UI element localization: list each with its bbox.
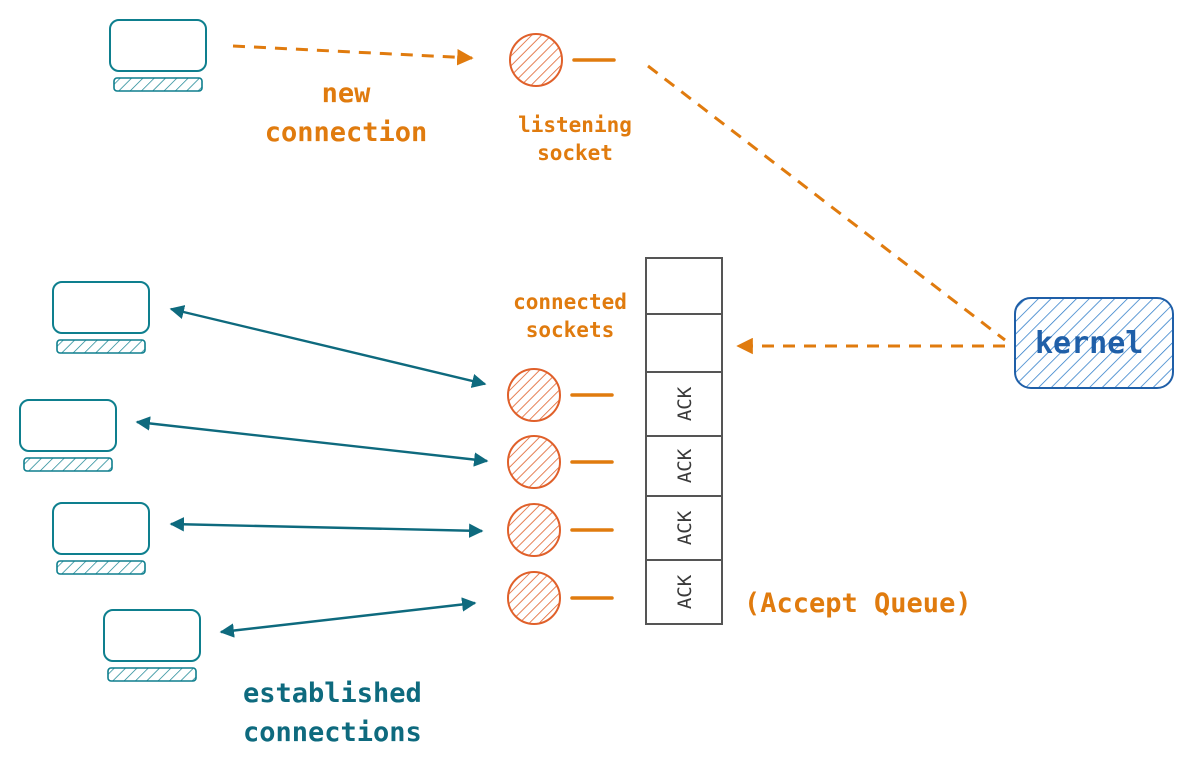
connected-socket-icon: [506, 502, 614, 558]
queue-cell: [645, 559, 723, 625]
kernel-box-icon: [1014, 297, 1174, 389]
queue-cell: [645, 313, 723, 373]
established-connections-label: established connections: [243, 678, 422, 748]
queue-cell: [645, 257, 723, 315]
accept-queue: ACK ACK ACK ACK: [645, 257, 723, 625]
connected-socket-icon: [506, 367, 614, 423]
client-laptop-icon: [52, 281, 150, 354]
listening-socket-icon: [508, 32, 616, 88]
connected-socket-icon: [506, 570, 614, 626]
queue-cell-label: ACK: [674, 574, 696, 609]
established-connection-arrow: [219, 597, 477, 638]
queue-cell-label: ACK: [674, 448, 696, 483]
new-connection-arrow: [232, 44, 474, 66]
listening-socket-label: listening socket: [518, 113, 632, 165]
client-laptop-icon: [103, 609, 201, 682]
connected-sockets-label: connected sockets: [513, 290, 627, 342]
established-connection-arrow: [135, 416, 489, 467]
queue-cell-label: ACK: [674, 510, 696, 545]
established-connection-arrow: [169, 305, 487, 388]
client-laptop-icon: [19, 399, 117, 472]
kernel-label: kernel: [1035, 326, 1144, 361]
new-connection-label: new connection: [264, 78, 428, 148]
connected-socket-icon: [506, 434, 614, 490]
established-connection-arrow: [169, 517, 484, 538]
client-laptop-icon: [52, 502, 150, 575]
accept-queue-label: (Accept Queue): [744, 588, 972, 619]
queue-cell: [645, 495, 723, 561]
new-client-laptop-icon: [109, 19, 207, 92]
queue-cell: [645, 371, 723, 437]
queue-cell-label: ACK: [674, 386, 696, 421]
